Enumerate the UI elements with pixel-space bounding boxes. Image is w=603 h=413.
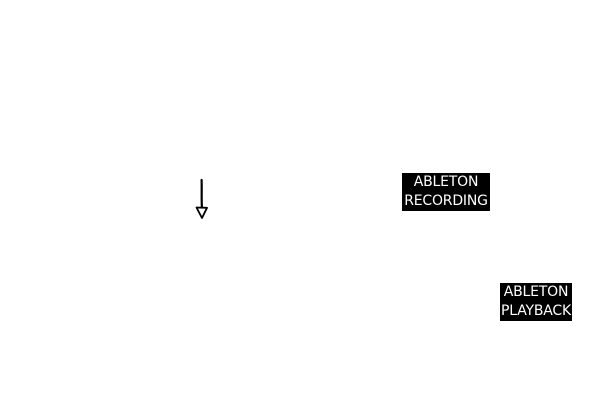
ableton-playback-label-line2: PLAYBACK: [501, 303, 571, 319]
down-arrow-icon: [195, 178, 208, 219]
ableton-recording-label: ABLETON RECORDING: [402, 173, 490, 211]
ableton-playback-label-line1: ABLETON: [503, 284, 569, 300]
ableton-recording-label-line2: RECORDING: [404, 193, 488, 209]
ableton-playback-label: ABLETON PLAYBACK: [500, 283, 572, 321]
ableton-recording-label-line1: ABLETON: [413, 174, 479, 190]
